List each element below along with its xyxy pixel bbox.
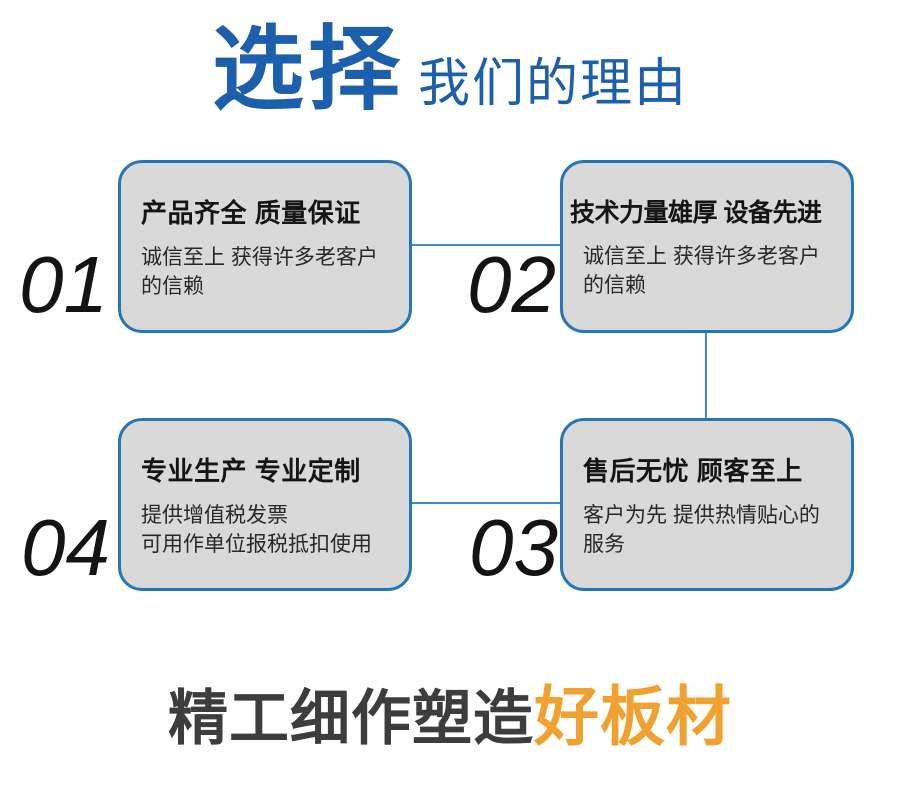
card-product-quality: 产品齐全 质量保证 诚信至上 获得许多老客户 的信赖: [118, 160, 412, 333]
connector-top-horizontal: [410, 244, 562, 246]
card-after-sales: 售后无忧 顾客至上 客户为先 提供热情贴心的 服务: [560, 418, 854, 591]
step-number-04: 04: [21, 503, 110, 592]
footer-tagline: 精工细作塑造好板材: [0, 664, 900, 758]
tagline-dark-text: 精工细作塑造: [167, 685, 534, 752]
title-main: 选择: [211, 19, 404, 121]
card-description: 诚信至上 获得许多老客户 的信赖: [583, 242, 837, 300]
connector-vertical: [705, 331, 707, 420]
card-description-line: 提供增值税发票: [141, 503, 288, 527]
card-description-line: 诚信至上 获得许多老客户: [141, 245, 378, 269]
title-sub: 我们的理由: [418, 55, 689, 113]
connector-bottom-horizontal: [410, 502, 562, 504]
tagline-accent-text: 好板材: [533, 680, 732, 753]
step-number-03: 03: [469, 503, 558, 592]
card-description-line: 可用作单位报税抵扣使用: [141, 532, 372, 556]
card-description-line: 的信赖: [141, 274, 204, 298]
step-number-01: 01: [19, 240, 108, 329]
card-description: 客户为先 提供热情贴心的 服务: [583, 501, 837, 559]
card-title: 专业生产 专业定制: [141, 455, 361, 486]
card-technology-equipment: 技术力量雄厚 设备先进 诚信至上 获得许多老客户 的信赖: [560, 160, 854, 333]
card-description-line: 服务: [583, 532, 625, 556]
card-description-line: 诚信至上 获得许多老客户: [583, 245, 820, 268]
card-custom-production: 专业生产 专业定制 提供增值税发票 可用作单位报税抵扣使用: [118, 418, 412, 591]
card-description: 提供增值税发票 可用作单位报税抵扣使用: [141, 501, 395, 559]
card-title: 售后无忧 顾客至上: [583, 455, 803, 486]
card-title: 技术力量雄厚 设备先进: [570, 199, 822, 227]
card-title: 产品齐全 质量保证: [141, 197, 361, 228]
card-description-line: 的信赖: [583, 274, 646, 297]
page-title: 选择我们的理由: [0, 22, 900, 119]
step-number-02: 02: [467, 240, 556, 329]
card-description: 诚信至上 获得许多老客户 的信赖: [141, 243, 395, 301]
card-description-line: 客户为先 提供热情贴心的: [583, 503, 820, 527]
